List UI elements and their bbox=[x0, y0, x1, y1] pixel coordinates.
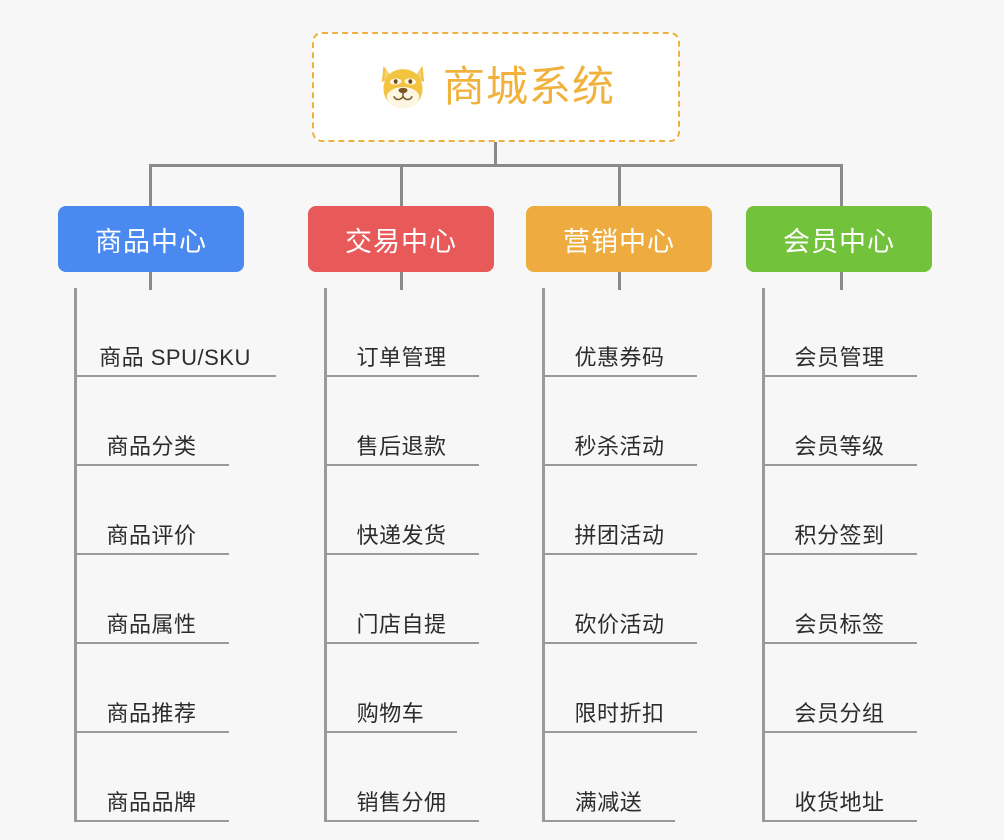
leaf-label: 限时折扣 bbox=[574, 700, 665, 726]
shiba-dog-icon bbox=[381, 65, 425, 109]
leaf-item[interactable]: 限时折扣 bbox=[542, 644, 697, 733]
leaf-label: 商品推荐 bbox=[106, 700, 197, 726]
leaf-label: 会员标签 bbox=[794, 611, 885, 637]
leaf-label: 订单管理 bbox=[356, 344, 447, 370]
leaf-item[interactable]: 售后退款 bbox=[324, 377, 479, 466]
leaf-item[interactable]: 拼团活动 bbox=[542, 466, 697, 555]
leaf-label: 商品分类 bbox=[106, 433, 197, 459]
category-label-product-center: 商品中心 bbox=[95, 226, 207, 257]
leaf-item[interactable]: 砍价活动 bbox=[542, 555, 697, 644]
category-box-member-center[interactable]: 会员中心 bbox=[746, 206, 932, 272]
leaf-item[interactable]: 商品品牌 bbox=[74, 733, 229, 822]
leaf-label: 商品品牌 bbox=[106, 789, 197, 815]
connector-drop-product-center bbox=[149, 164, 152, 206]
leaf-label: 满减送 bbox=[574, 789, 643, 815]
category-label-marketing-center: 营销中心 bbox=[563, 226, 675, 257]
leaf-spine-marketing-center bbox=[542, 288, 545, 822]
leaf-item[interactable]: 满减送 bbox=[542, 733, 675, 822]
connector-root-stem bbox=[494, 142, 497, 166]
connector-drop-marketing-center bbox=[618, 164, 621, 206]
leaf-spine-member-center bbox=[762, 288, 765, 822]
leaf-label: 会员管理 bbox=[794, 344, 885, 370]
leaf-label: 快递发货 bbox=[356, 522, 447, 548]
leaf-item[interactable]: 收货地址 bbox=[762, 733, 917, 822]
leaf-label: 商品属性 bbox=[106, 611, 197, 637]
leaf-item[interactable]: 商品 SPU/SKU bbox=[74, 288, 276, 377]
connector-spine-entry-marketing-center bbox=[618, 272, 621, 290]
leaf-item[interactable]: 快递发货 bbox=[324, 466, 479, 555]
category-label-member-center: 会员中心 bbox=[783, 226, 895, 257]
leaf-label: 砍价活动 bbox=[574, 611, 665, 637]
leaf-item[interactable]: 会员等级 bbox=[762, 377, 917, 466]
leaf-item[interactable]: 会员标签 bbox=[762, 555, 917, 644]
leaf-item[interactable]: 秒杀活动 bbox=[542, 377, 697, 466]
category-label-trade-center: 交易中心 bbox=[345, 226, 457, 257]
leaf-spine-trade-center bbox=[324, 288, 327, 822]
leaf-label: 优惠券码 bbox=[574, 344, 665, 370]
leaf-label: 购物车 bbox=[356, 700, 425, 726]
leaf-item[interactable]: 商品属性 bbox=[74, 555, 229, 644]
connector-drop-trade-center bbox=[400, 164, 403, 206]
category-box-trade-center[interactable]: 交易中心 bbox=[308, 206, 494, 272]
connector-spine-entry-member-center bbox=[840, 272, 843, 290]
leaf-item[interactable]: 销售分佣 bbox=[324, 733, 479, 822]
leaf-item[interactable]: 商品评价 bbox=[74, 466, 229, 555]
connector-drop-member-center bbox=[840, 164, 843, 206]
connector-spine-entry-trade-center bbox=[400, 272, 403, 290]
leaf-label: 拼团活动 bbox=[574, 522, 665, 548]
leaf-item[interactable]: 会员分组 bbox=[762, 644, 917, 733]
leaf-item[interactable]: 会员管理 bbox=[762, 288, 917, 377]
leaf-label: 会员分组 bbox=[794, 700, 885, 726]
leaf-label: 门店自提 bbox=[356, 611, 447, 637]
leaf-item[interactable]: 门店自提 bbox=[324, 555, 479, 644]
leaf-item[interactable]: 优惠券码 bbox=[542, 288, 697, 377]
leaf-label: 秒杀活动 bbox=[574, 433, 665, 459]
leaf-item[interactable]: 购物车 bbox=[324, 644, 457, 733]
root-node-title: 商城系统 bbox=[442, 63, 615, 110]
category-box-marketing-center[interactable]: 营销中心 bbox=[526, 206, 712, 272]
connector-horizontal-bus bbox=[149, 164, 843, 167]
leaf-label: 商品 SPU/SKU bbox=[99, 344, 251, 370]
leaf-item[interactable]: 商品分类 bbox=[74, 377, 229, 466]
leaf-label: 售后退款 bbox=[356, 433, 447, 459]
leaf-item[interactable]: 商品推荐 bbox=[74, 644, 229, 733]
leaf-item[interactable]: 积分签到 bbox=[762, 466, 917, 555]
leaf-label: 商品评价 bbox=[106, 522, 197, 548]
root-node-mall-system[interactable]: 商城系统 bbox=[312, 32, 680, 142]
connector-spine-entry-product-center bbox=[149, 272, 152, 290]
leaf-spine-product-center bbox=[74, 288, 77, 822]
leaf-item[interactable]: 订单管理 bbox=[324, 288, 479, 377]
leaf-label: 会员等级 bbox=[794, 433, 885, 459]
leaf-label: 销售分佣 bbox=[356, 789, 447, 815]
category-box-product-center[interactable]: 商品中心 bbox=[58, 206, 244, 272]
leaf-label: 收货地址 bbox=[794, 789, 885, 815]
leaf-label: 积分签到 bbox=[794, 522, 885, 548]
